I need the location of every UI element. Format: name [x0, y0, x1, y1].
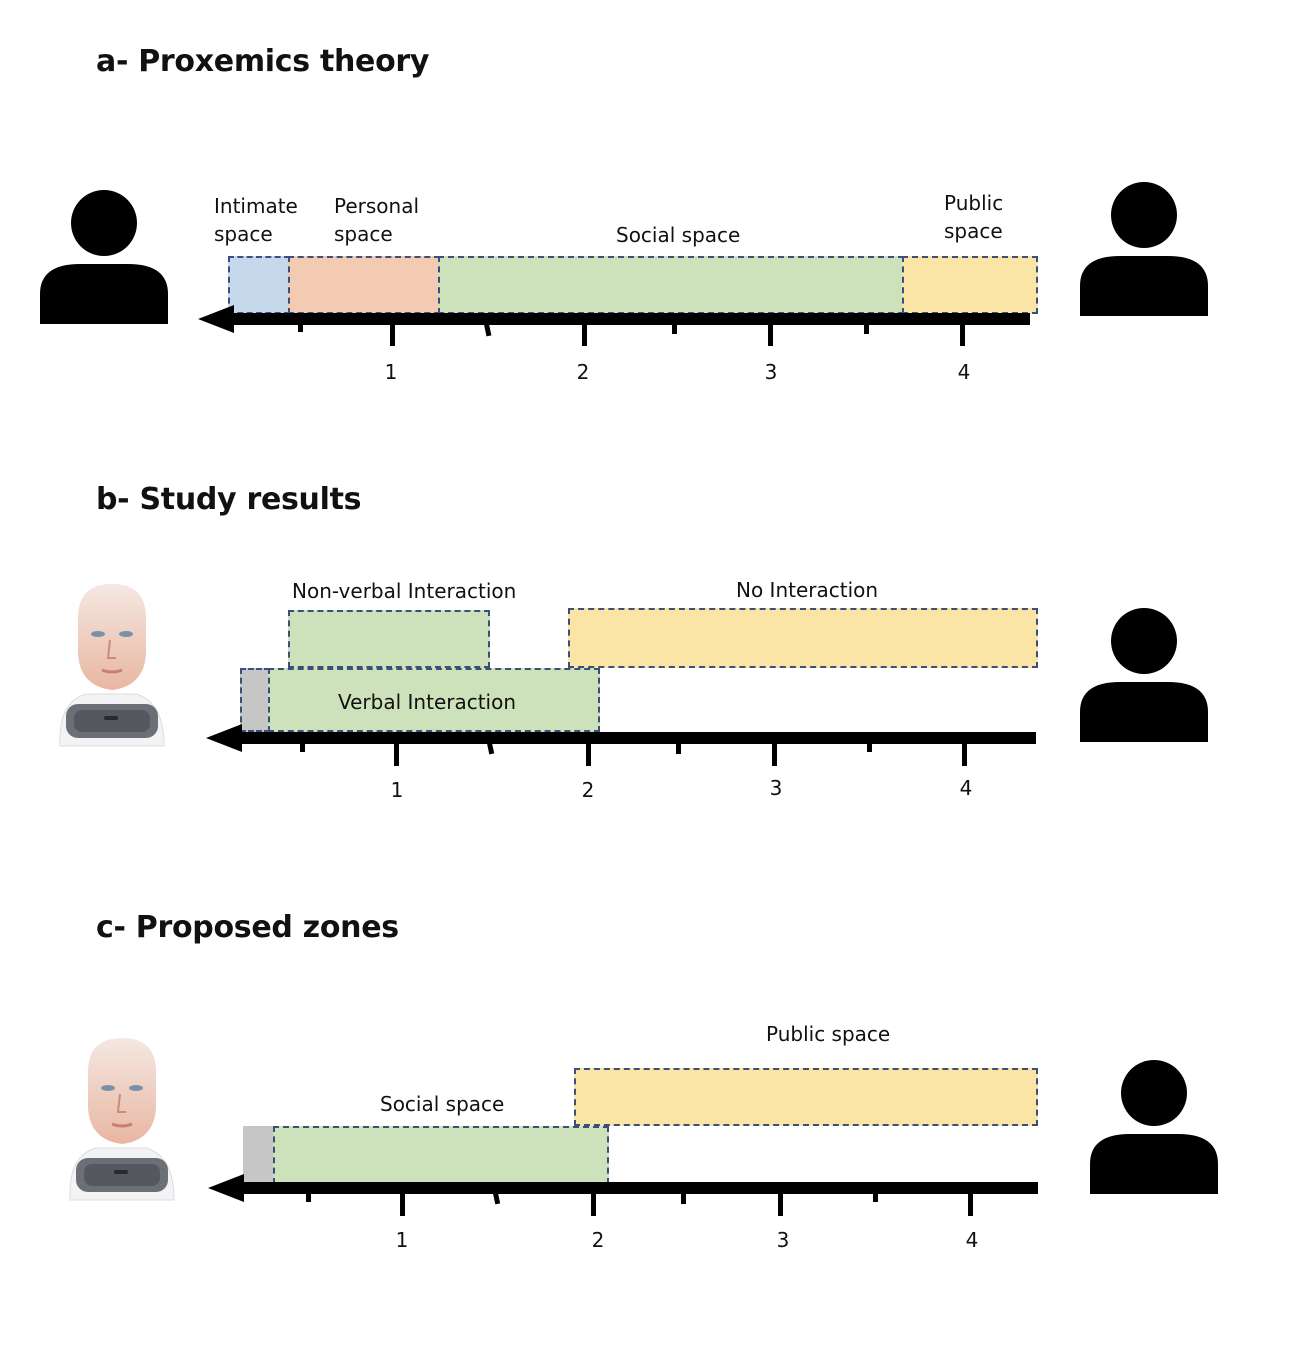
label-intimate-space: Intimate space — [214, 194, 298, 246]
label-no-interaction: No Interaction — [736, 578, 879, 602]
axis-arrowhead — [198, 305, 234, 333]
tick-label-1: 1 — [384, 360, 398, 384]
tick-label-3: 3 — [776, 1228, 790, 1252]
label-social-space: Social space — [616, 223, 741, 247]
person-silhouette-icon — [40, 190, 168, 324]
distance-axis — [240, 1182, 1038, 1194]
major-tick — [586, 742, 591, 766]
major-tick — [390, 322, 395, 346]
robot-head-icon — [69, 1038, 175, 1201]
label-public-space: Public space — [766, 1022, 891, 1046]
tick-label-4: 4 — [965, 1228, 979, 1252]
major-tick — [778, 1192, 783, 1216]
person-silhouette-icon — [1080, 182, 1208, 316]
tick-label-4: 4 — [957, 360, 971, 384]
tick-label-3: 3 — [769, 776, 783, 800]
label-nonverbal-interaction: Non-verbal Interaction — [292, 579, 517, 603]
minor-tick — [681, 1192, 686, 1204]
zone-gray — [240, 668, 270, 732]
minor-tick — [864, 322, 869, 334]
major-tick — [962, 742, 967, 766]
tick-label-2: 2 — [591, 1228, 605, 1252]
tick-label-1: 1 — [395, 1228, 409, 1252]
axis-arrowhead — [208, 1174, 244, 1202]
person-silhouette-icon — [1080, 608, 1208, 742]
minor-tick — [873, 1192, 878, 1202]
zone-nonverbal — [288, 610, 490, 668]
tick-label-1: 1 — [390, 778, 404, 802]
robot-head-icon — [59, 584, 165, 747]
zone-public — [902, 256, 1038, 314]
panel-study-results: b- Study results Non-verbal Interaction … — [0, 440, 1302, 860]
axis-arrowhead — [206, 724, 242, 752]
minor-tick — [867, 742, 872, 752]
panel-proposed-zones: c- Proposed zones Public space Social sp… — [0, 860, 1302, 1362]
person-silhouette-icon — [1090, 1060, 1218, 1194]
major-tick — [582, 322, 587, 346]
minor-tick — [672, 322, 677, 334]
panel-a-title: a- Proxemics theory — [96, 44, 430, 79]
tick-label-2: 2 — [576, 360, 590, 384]
minor-tick — [676, 742, 681, 754]
label-personal-space: Personal space — [334, 194, 420, 246]
panel-proxemics-theory: a- Proxemics theory Intimate space Perso… — [0, 0, 1302, 440]
distance-axis — [230, 313, 1030, 325]
zone-no-interaction — [568, 608, 1038, 668]
zone-gray — [243, 1126, 275, 1184]
major-tick — [400, 1192, 405, 1216]
zone-social — [438, 256, 904, 314]
tick-label-3: 3 — [764, 360, 778, 384]
zone-public — [574, 1068, 1038, 1126]
major-tick — [968, 1192, 973, 1216]
panel-b-title: b- Study results — [96, 482, 362, 517]
minor-tick — [300, 742, 305, 752]
zone-personal — [288, 256, 440, 314]
minor-tick — [306, 1192, 311, 1202]
zone-social — [273, 1126, 609, 1184]
major-tick — [772, 742, 777, 766]
minor-tick — [298, 322, 303, 332]
tick-label-2: 2 — [581, 778, 595, 802]
panel-c-title: c- Proposed zones — [96, 910, 399, 945]
tick-label-4: 4 — [959, 776, 973, 800]
zone-intimate — [228, 256, 290, 314]
major-tick — [591, 1192, 596, 1216]
label-public-space: Public space — [944, 191, 1004, 243]
distance-axis — [238, 732, 1036, 744]
zone-verbal — [268, 668, 600, 732]
major-tick — [960, 322, 965, 346]
label-social-space: Social space — [380, 1092, 505, 1116]
major-tick — [394, 742, 399, 766]
major-tick — [768, 322, 773, 346]
label-verbal-interaction: Verbal Interaction — [338, 690, 517, 714]
